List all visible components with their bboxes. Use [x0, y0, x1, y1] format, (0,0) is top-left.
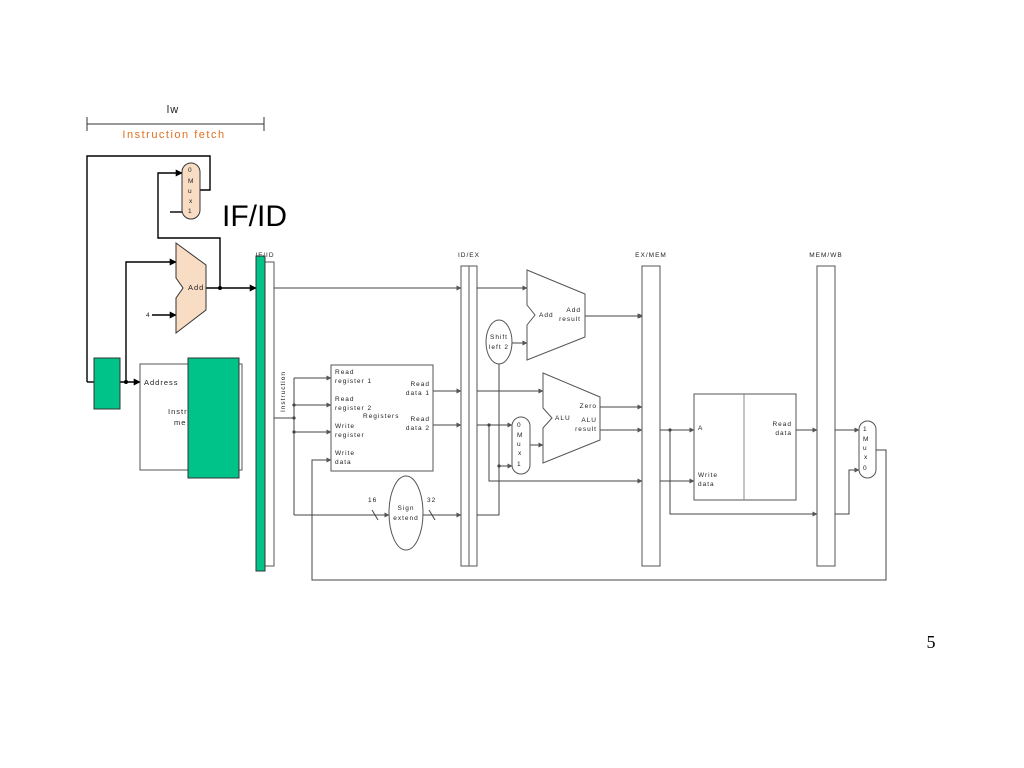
svg-text:data: data [698, 481, 715, 488]
shift-left-2: Shift left 2 [485, 319, 513, 365]
alu-mux: 0 M u x 1 [511, 416, 531, 475]
sign-extend: Sign extend [388, 475, 424, 551]
if-id-register-outline [264, 261, 275, 567]
svg-text:M: M [188, 178, 194, 185]
svg-text:Write: Write [335, 450, 355, 457]
svg-text:result: result [559, 316, 581, 323]
svg-text:Sign: Sign [397, 505, 414, 512]
svg-text:data: data [775, 430, 792, 437]
svg-text:u: u [517, 441, 522, 448]
svg-text:ALU: ALU [555, 415, 571, 422]
pc-mux: 0 M u x 1 [181, 162, 201, 220]
pc-register [93, 357, 121, 410]
svg-text:Add: Add [539, 312, 554, 319]
svg-text:result: result [575, 426, 597, 433]
svg-text:Read: Read [772, 421, 792, 428]
writeback-mux: 1 M u x 0 [858, 420, 877, 479]
instruction-label: Instruction [280, 371, 287, 412]
stage-name: Instruction fetch [122, 129, 225, 141]
highlight-label: IF/ID [222, 200, 287, 233]
svg-text:x: x [189, 198, 193, 205]
svg-text:0: 0 [517, 422, 522, 429]
svg-text:x: x [518, 450, 522, 457]
sign-extend-in-bits: 16 [368, 497, 377, 504]
svg-text:Read: Read [410, 416, 430, 423]
svg-text:Address: Address [144, 378, 179, 387]
svg-text:ALU: ALU [581, 417, 597, 424]
svg-text:left 2: left 2 [489, 344, 509, 351]
data-memory: A Read data Write data [693, 393, 797, 501]
svg-text:1: 1 [188, 208, 193, 215]
register-file: Read register 1 Read register 2 Write re… [330, 364, 434, 472]
svg-text:Shift: Shift [490, 334, 508, 341]
if-id-register-label: IF/ID [255, 252, 274, 259]
svg-text:register 2: register 2 [335, 405, 372, 412]
id-ex-register [460, 265, 470, 567]
svg-text:A: A [698, 425, 703, 432]
svg-text:0: 0 [188, 167, 193, 174]
svg-text:Zero: Zero [580, 403, 597, 410]
svg-text:0: 0 [863, 465, 868, 472]
svg-text:Read: Read [335, 396, 355, 403]
svg-text:1: 1 [863, 426, 868, 433]
datapath-wires [274, 285, 887, 581]
svg-text:Registers: Registers [363, 413, 399, 420]
svg-text:Instr: Instr [168, 407, 188, 416]
svg-text:extend: extend [393, 515, 419, 522]
mem-wb-register [816, 265, 836, 567]
svg-text:Add: Add [188, 283, 204, 292]
sign-extend-out-bits: 32 [427, 497, 436, 504]
id-ex-register-label: ID/EX [458, 252, 480, 259]
if-id-register [255, 255, 266, 572]
alu: ALU Zero ALU result [542, 372, 601, 464]
svg-text:me: me [174, 418, 186, 427]
svg-text:Read: Read [335, 369, 355, 376]
svg-text:data 2: data 2 [406, 425, 430, 432]
svg-text:u: u [863, 445, 868, 452]
svg-text:M: M [517, 432, 523, 439]
svg-text:M: M [863, 436, 869, 443]
svg-text:x: x [864, 454, 868, 461]
constant-four: 4 [146, 312, 151, 319]
ex-mem-register-label: EX/MEM [635, 252, 667, 259]
stage-bracket [86, 117, 265, 131]
svg-text:Read: Read [410, 381, 430, 388]
instruction-memory-highlight [187, 357, 240, 479]
instruction-memory: Address Instr me [139, 357, 243, 479]
svg-text:Write: Write [335, 423, 355, 430]
svg-text:register 1: register 1 [335, 378, 372, 385]
svg-text:data: data [335, 459, 352, 466]
instruction-name: lw [167, 104, 179, 116]
mem-wb-register-label: MEM/WB [809, 252, 842, 259]
svg-text:Write: Write [698, 472, 718, 479]
svg-text:Add: Add [566, 307, 581, 314]
fetch-wires [86, 155, 257, 386]
svg-text:register: register [335, 432, 365, 439]
branch-adder: Add Add result [526, 269, 586, 361]
svg-text:1: 1 [517, 461, 522, 468]
svg-text:u: u [188, 188, 193, 195]
pc-adder: Add [175, 242, 207, 335]
svg-text:data 1: data 1 [406, 390, 430, 397]
ex-mem-register [641, 265, 661, 567]
page-number: 5 [927, 632, 936, 652]
